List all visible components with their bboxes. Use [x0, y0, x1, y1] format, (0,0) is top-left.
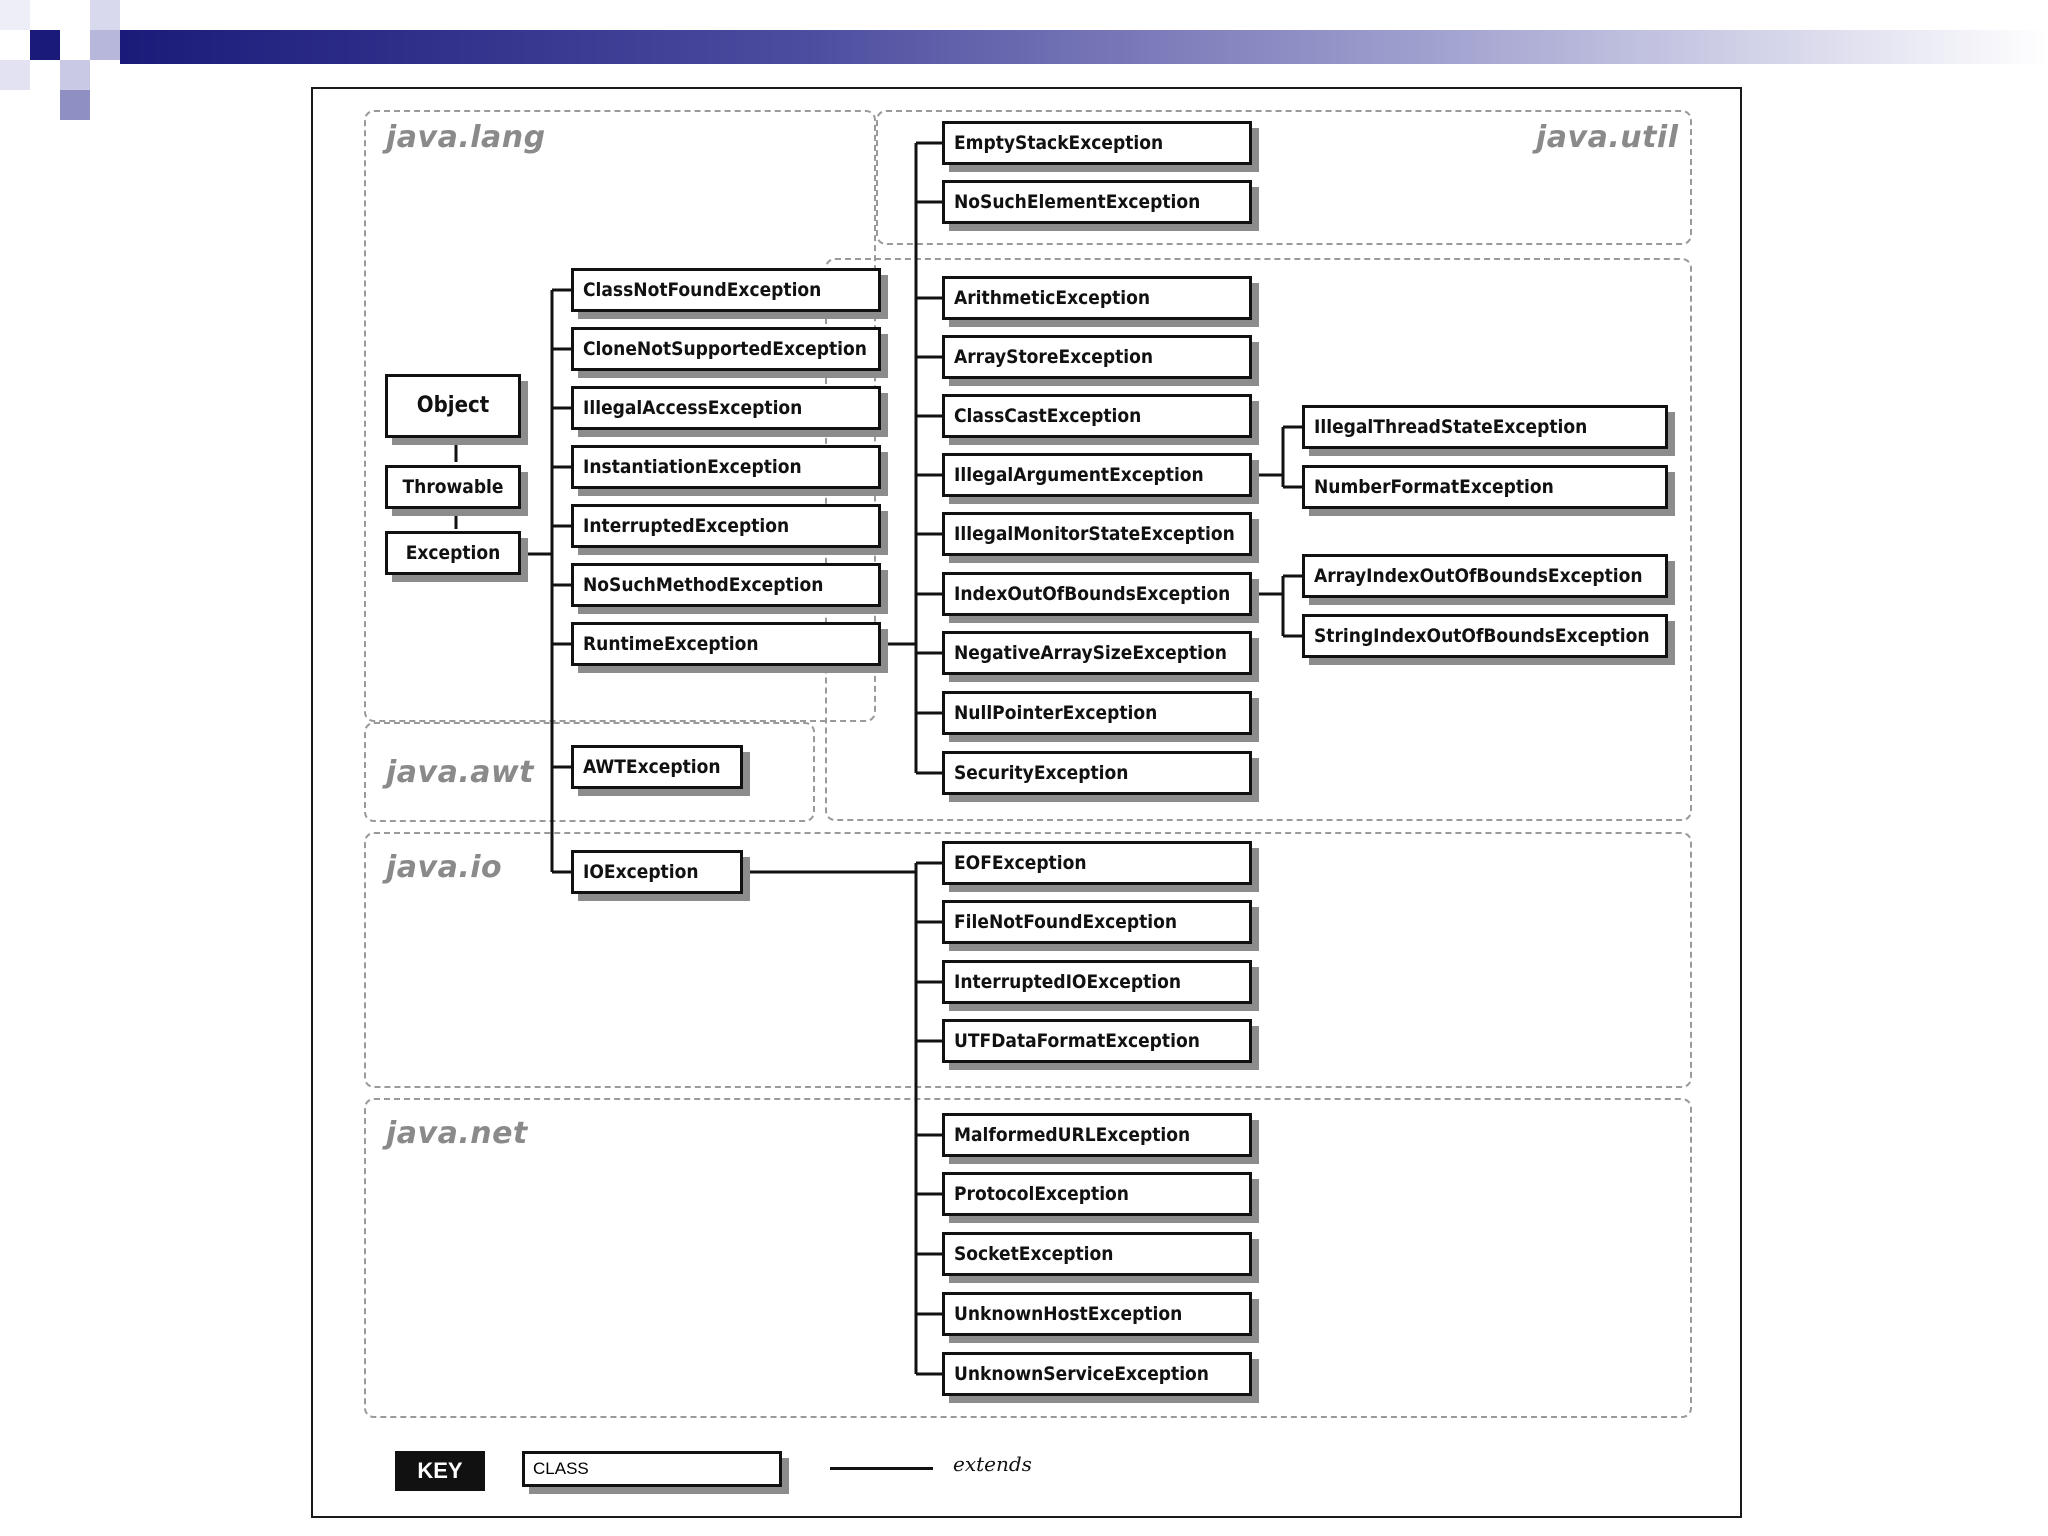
class-box-nosuchelementexception: NoSuchElementException: [942, 180, 1252, 224]
class-box-classcastexception: ClassCastException: [942, 394, 1252, 438]
banner-square-faint: [0, 60, 30, 90]
class-box-illegalaccessexception: IllegalAccessException: [571, 386, 881, 430]
class-box-unknownserviceexception: UnknownServiceException: [942, 1352, 1252, 1396]
banner-square-light: [90, 0, 120, 30]
class-box-securityexception: SecurityException: [942, 751, 1252, 795]
class-box-arrayindexoutofboundsexception: ArrayIndexOutOfBoundsException: [1302, 554, 1668, 598]
class-box-emptystackexception: EmptyStackException: [942, 121, 1252, 165]
class-box-illegalthreadstateexception: IllegalThreadStateException: [1302, 405, 1668, 449]
package-region-java-io: [364, 832, 1692, 1088]
class-box-instantiationexception: InstantiationException: [571, 445, 881, 489]
package-label-java-lang: java.lang: [386, 120, 546, 155]
class-box-unknownhostexception: UnknownHostException: [942, 1292, 1252, 1336]
diagram-frame: [311, 87, 1742, 1518]
class-box-classnotfoundexception: ClassNotFoundException: [571, 268, 881, 312]
class-box-ioexception: IOException: [571, 850, 743, 894]
key-class-sample: CLASS: [522, 1451, 782, 1487]
class-box-arithmeticexception: ArithmeticException: [942, 276, 1252, 320]
package-label-java-util: java.util: [1536, 120, 1679, 155]
class-box-runtimeexception: RuntimeException: [571, 622, 881, 666]
class-box-stringindexoutofboundsexception: StringIndexOutOfBoundsException: [1302, 614, 1668, 658]
class-box-interruptedioexception: InterruptedIOException: [942, 960, 1252, 1004]
package-label-java-io: java.io: [386, 850, 503, 885]
package-region-java-awt: [364, 722, 815, 822]
class-box-numberformatexception: NumberFormatException: [1302, 465, 1668, 509]
class-box-nullpointerexception: NullPointerException: [942, 691, 1252, 735]
class-box-protocolexception: ProtocolException: [942, 1172, 1252, 1216]
class-box-filenotfoundexception: FileNotFoundException: [942, 900, 1252, 944]
banner-gradient-bar: [120, 30, 2048, 64]
banner-square-mid: [60, 90, 90, 120]
class-box-interruptedexception: InterruptedException: [571, 504, 881, 548]
class-box-indexoutofboundsexception: IndexOutOfBoundsException: [942, 572, 1252, 616]
class-box-exception: Exception: [385, 531, 521, 575]
slide-header-banner: [0, 0, 2048, 120]
class-box-object: Object: [385, 374, 521, 438]
package-label-java-awt: java.awt: [386, 755, 535, 790]
class-box-negativearraysizeexception: NegativeArraySizeException: [942, 631, 1252, 675]
class-box-malformedurlexception: MalformedURLException: [942, 1113, 1252, 1157]
banner-square-light: [60, 60, 90, 90]
banner-square-dark: [30, 30, 60, 60]
class-box-clonenotsupportedexception: CloneNotSupportedException: [571, 327, 881, 371]
class-box-arraystoreexception: ArrayStoreException: [942, 335, 1252, 379]
class-box-throwable: Throwable: [385, 465, 521, 509]
package-region-java-net: [364, 1098, 1692, 1418]
key-badge: KEY: [395, 1451, 485, 1491]
class-box-socketexception: SocketException: [942, 1232, 1252, 1276]
key-extends-label: extends: [953, 1452, 1032, 1476]
class-box-nosuchmethodexception: NoSuchMethodException: [571, 563, 881, 607]
package-label-java-net: java.net: [386, 1116, 528, 1151]
class-box-utfdataformatexception: UTFDataFormatException: [942, 1019, 1252, 1063]
banner-square-light: [90, 30, 120, 60]
package-region-java-util-top: [876, 110, 1692, 245]
key-extends-line: [830, 1467, 933, 1470]
class-box-illegalmonitorstateexception: IllegalMonitorStateException: [942, 512, 1252, 556]
class-box-awtexception: AWTException: [571, 745, 743, 789]
banner-square-faint: [0, 0, 30, 30]
class-box-eofexception: EOFException: [942, 841, 1252, 885]
class-box-illegalargumentexception: IllegalArgumentException: [942, 453, 1252, 497]
